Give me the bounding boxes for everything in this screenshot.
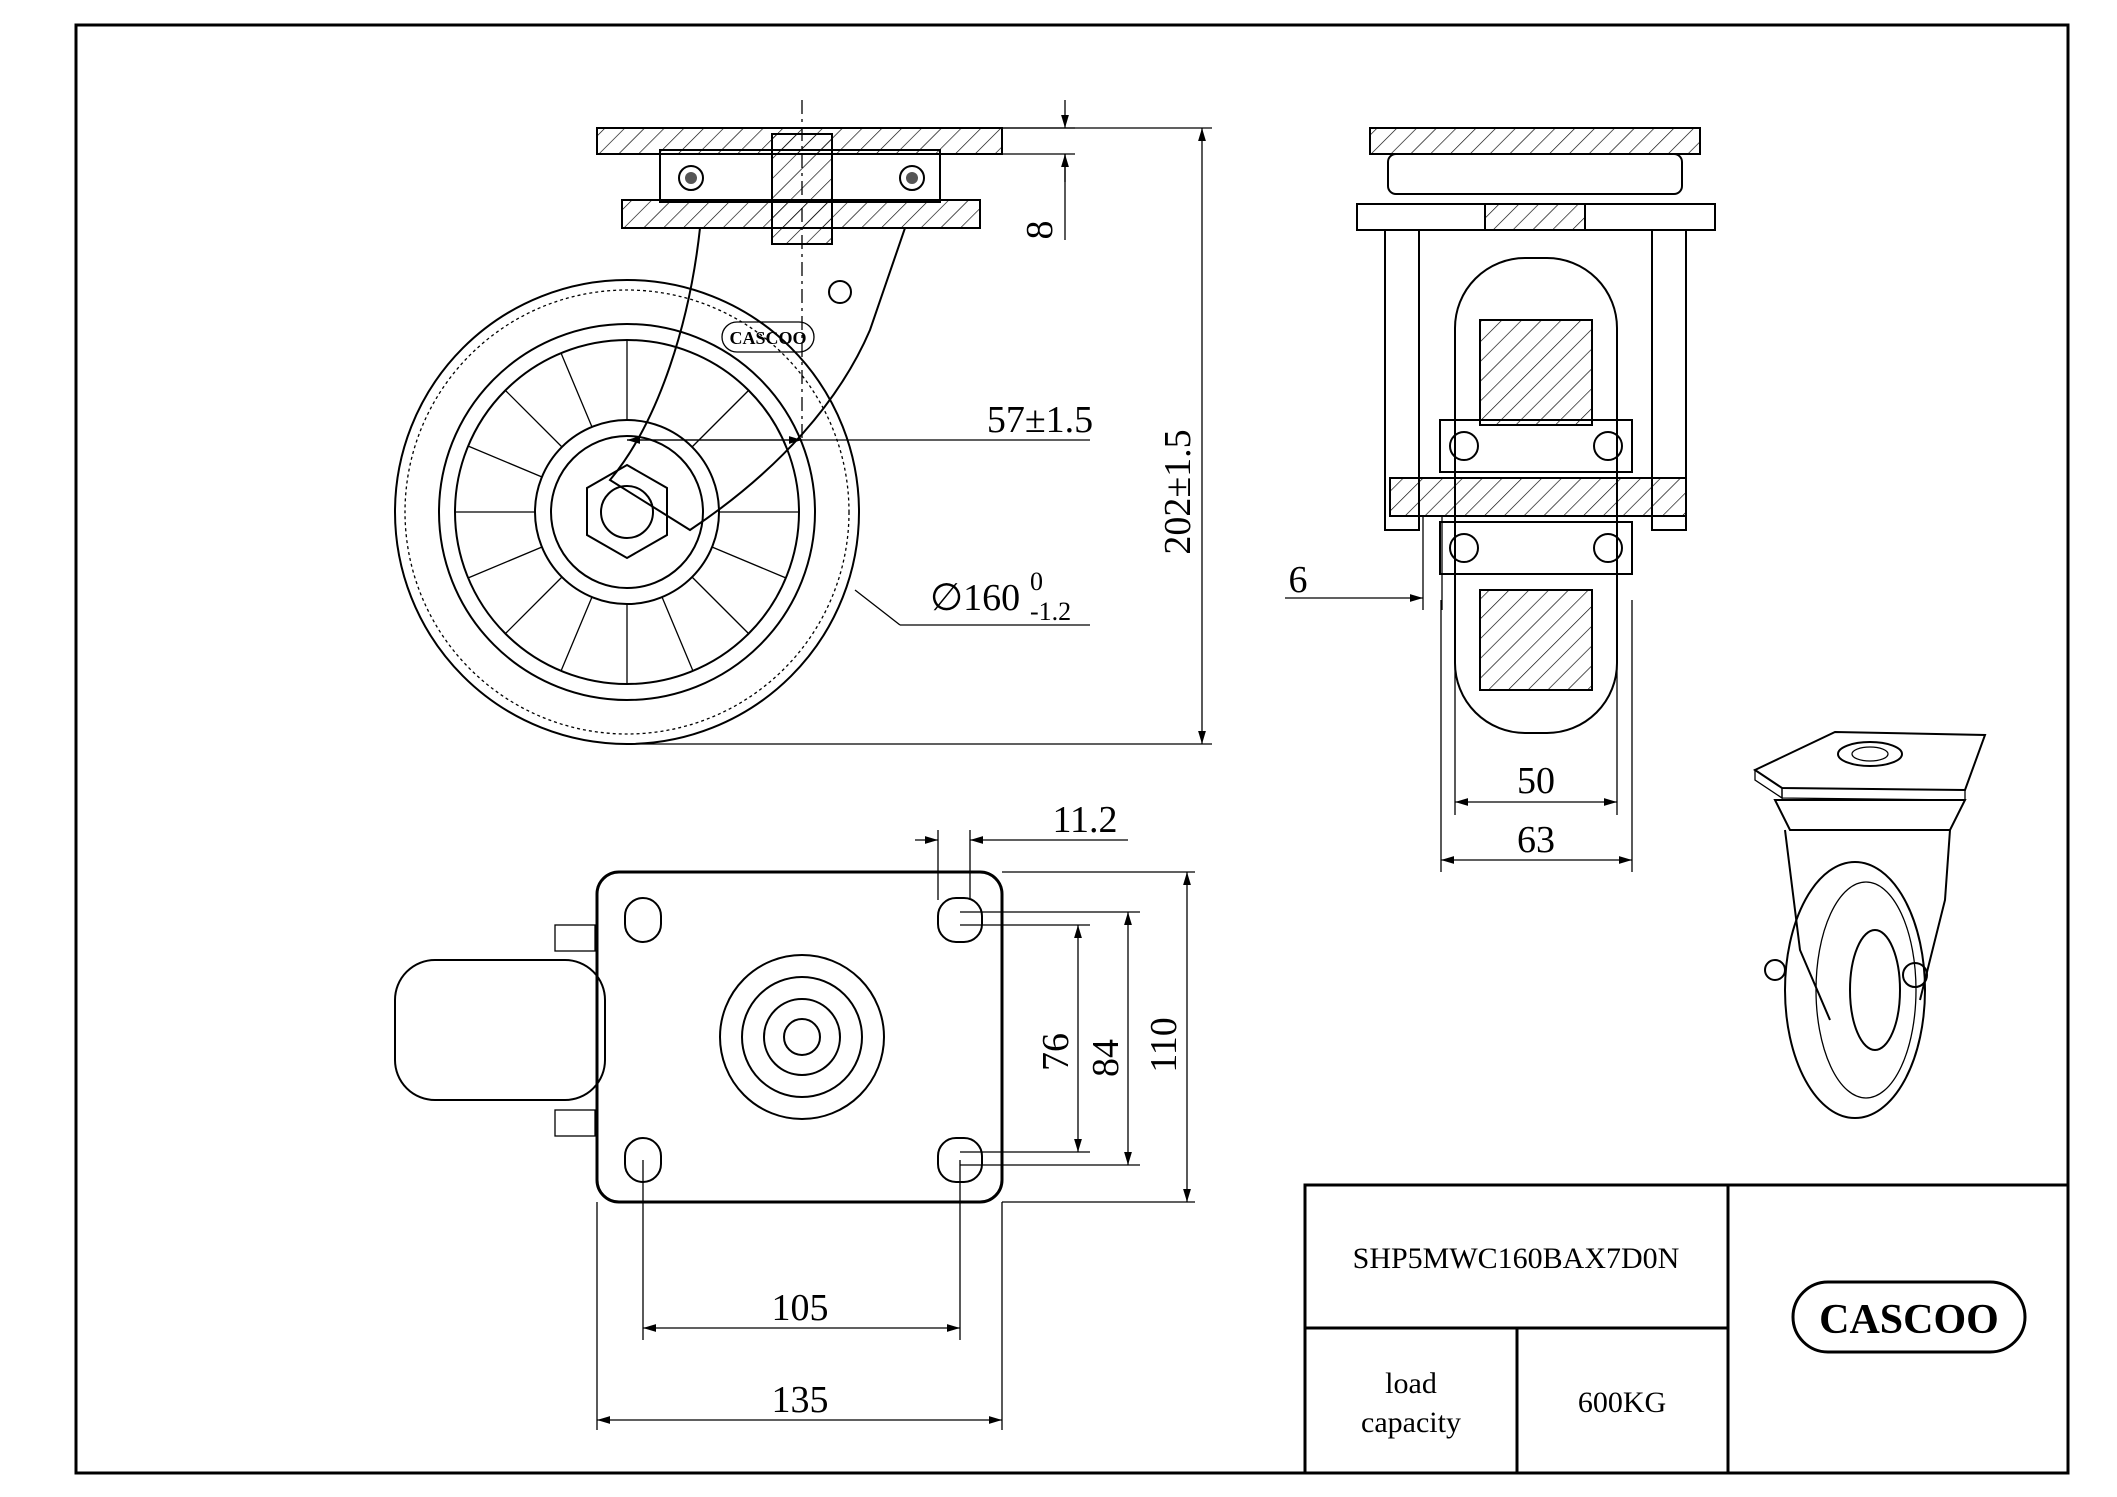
top-view-dimensions: 11.2 76 84 110 105 135 bbox=[596, 799, 1195, 1430]
dim-bolt-84: 84 bbox=[1085, 1039, 1127, 1077]
top-view bbox=[394, 870, 1004, 1204]
load-label-line1: load bbox=[1385, 1367, 1437, 1400]
part-number: SHP5MWC160BAX7D0N bbox=[1353, 1242, 1680, 1275]
isometric-view bbox=[1752, 730, 1987, 1119]
side-view: CASCOO bbox=[394, 100, 1003, 745]
dim-wheel-diameter: ∅160 bbox=[930, 577, 1020, 619]
dim-wheel-diameter-tol-lower: -1.2 bbox=[1030, 597, 1071, 626]
dim-hole-spacing: 11.2 bbox=[1052, 799, 1117, 841]
front-view-dimensions: 6 50 63 bbox=[1285, 516, 1633, 872]
dim-bolt-76: 76 bbox=[1035, 1033, 1077, 1071]
drawing-border bbox=[74, 23, 2070, 1475]
fork-logo-text: CASCOO bbox=[729, 328, 806, 348]
dim-offset: 57±1.5 bbox=[987, 399, 1093, 441]
company-logo: CASCOO bbox=[1791, 1280, 2027, 1354]
dim-wheel-width: 50 bbox=[1517, 760, 1555, 802]
company-logo-text: CASCOO bbox=[1819, 1297, 1999, 1343]
dim-plate-length: 110 bbox=[1143, 1017, 1185, 1073]
dim-height: 202±1.5 bbox=[1157, 429, 1199, 554]
load-value: 600KG bbox=[1578, 1386, 1666, 1419]
dim-bolt-105: 105 bbox=[772, 1287, 829, 1329]
dim-axle-protrusion: 6 bbox=[1289, 559, 1308, 601]
dim-leg-width: 63 bbox=[1517, 819, 1555, 861]
dim-plate-thickness: 8 bbox=[1019, 221, 1061, 240]
side-view-dimensions: 8 202±1.5 57±1.5 ∅160 0 -1.2 bbox=[627, 100, 1212, 745]
wheel-spokes bbox=[455, 340, 799, 684]
dim-plate-width: 135 bbox=[772, 1379, 829, 1421]
load-label-line2: capacity bbox=[1361, 1406, 1461, 1439]
front-view bbox=[1356, 127, 1716, 734]
dim-wheel-diameter-tol-upper: 0 bbox=[1030, 567, 1043, 596]
fork-logo: CASCOO bbox=[721, 321, 815, 353]
title-block: SHP5MWC160BAX7D0N load capacity 600KG CA… bbox=[1303, 1183, 2070, 1475]
